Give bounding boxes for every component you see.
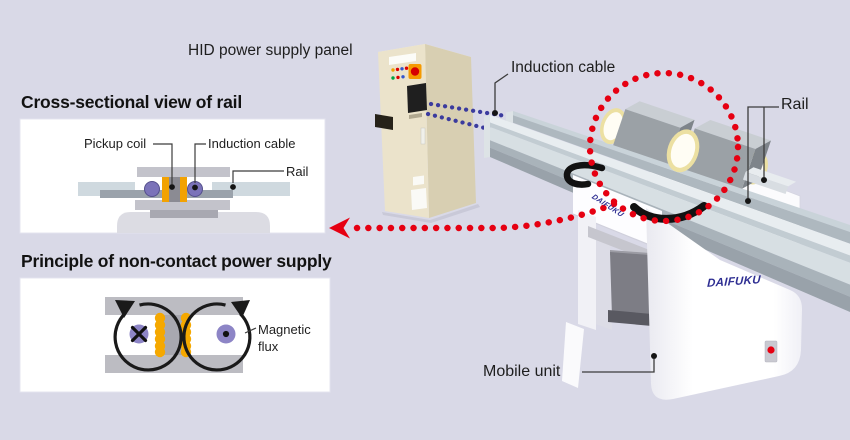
- panel-side-box: [375, 114, 393, 130]
- magnetic-flux-label: Magnetic flux: [258, 322, 311, 354]
- main-leader-lines: [494, 73, 779, 373]
- cross-section-leader-dots: [169, 184, 236, 191]
- emergency-stop-button: [408, 64, 422, 79]
- cross-section-title: Cross-sectional view of rail: [21, 92, 243, 112]
- induction-cable-dotted-line: [425, 101, 515, 133]
- zoom-arrow-dotted: [343, 200, 618, 232]
- zoom-arrowhead: [329, 217, 350, 239]
- magnetic-flux-leader: [244, 327, 257, 334]
- hid-panel-label: HID power supply panel: [188, 42, 353, 59]
- current-out-of-page-marker: [216, 324, 236, 344]
- mobile-unit-label: Mobile unit: [483, 363, 561, 380]
- cross-section-induction-cable-label: Induction cable: [208, 136, 296, 151]
- flux-arrowhead-left: [115, 300, 135, 318]
- main-leader-dots: [492, 110, 767, 359]
- flux-arrowhead-right: [231, 300, 250, 318]
- induction-cable-left-dot: [144, 181, 160, 197]
- current-into-page-marker: [129, 324, 149, 344]
- pickup-coil-shape: [162, 177, 187, 202]
- rail-label: Rail: [781, 96, 809, 113]
- unit-indicator-light: [767, 346, 775, 354]
- highlight-circle: [586, 69, 742, 225]
- mobile-unit-hanger: [562, 175, 663, 388]
- trolley: [600, 101, 797, 194]
- induction-cable-label: Induction cable: [511, 59, 616, 76]
- indicator-lights: [391, 66, 409, 80]
- principle-box: [19, 277, 331, 393]
- load: [608, 250, 652, 326]
- pickup-coil-label: Pickup coil: [84, 136, 147, 151]
- hid-panel-cabinet: [375, 44, 480, 223]
- panel-screen: [407, 83, 427, 113]
- panel-handle: [420, 127, 426, 145]
- principle-title: Principle of non-contact power supply: [21, 251, 332, 271]
- cross-section-box: [19, 118, 326, 234]
- cross-section-leader-lines: [153, 143, 284, 184]
- cross-section-rail-label: Rail: [286, 164, 309, 179]
- magnetic-flux-loops: [113, 302, 252, 372]
- mobile-unit-body: [646, 208, 802, 400]
